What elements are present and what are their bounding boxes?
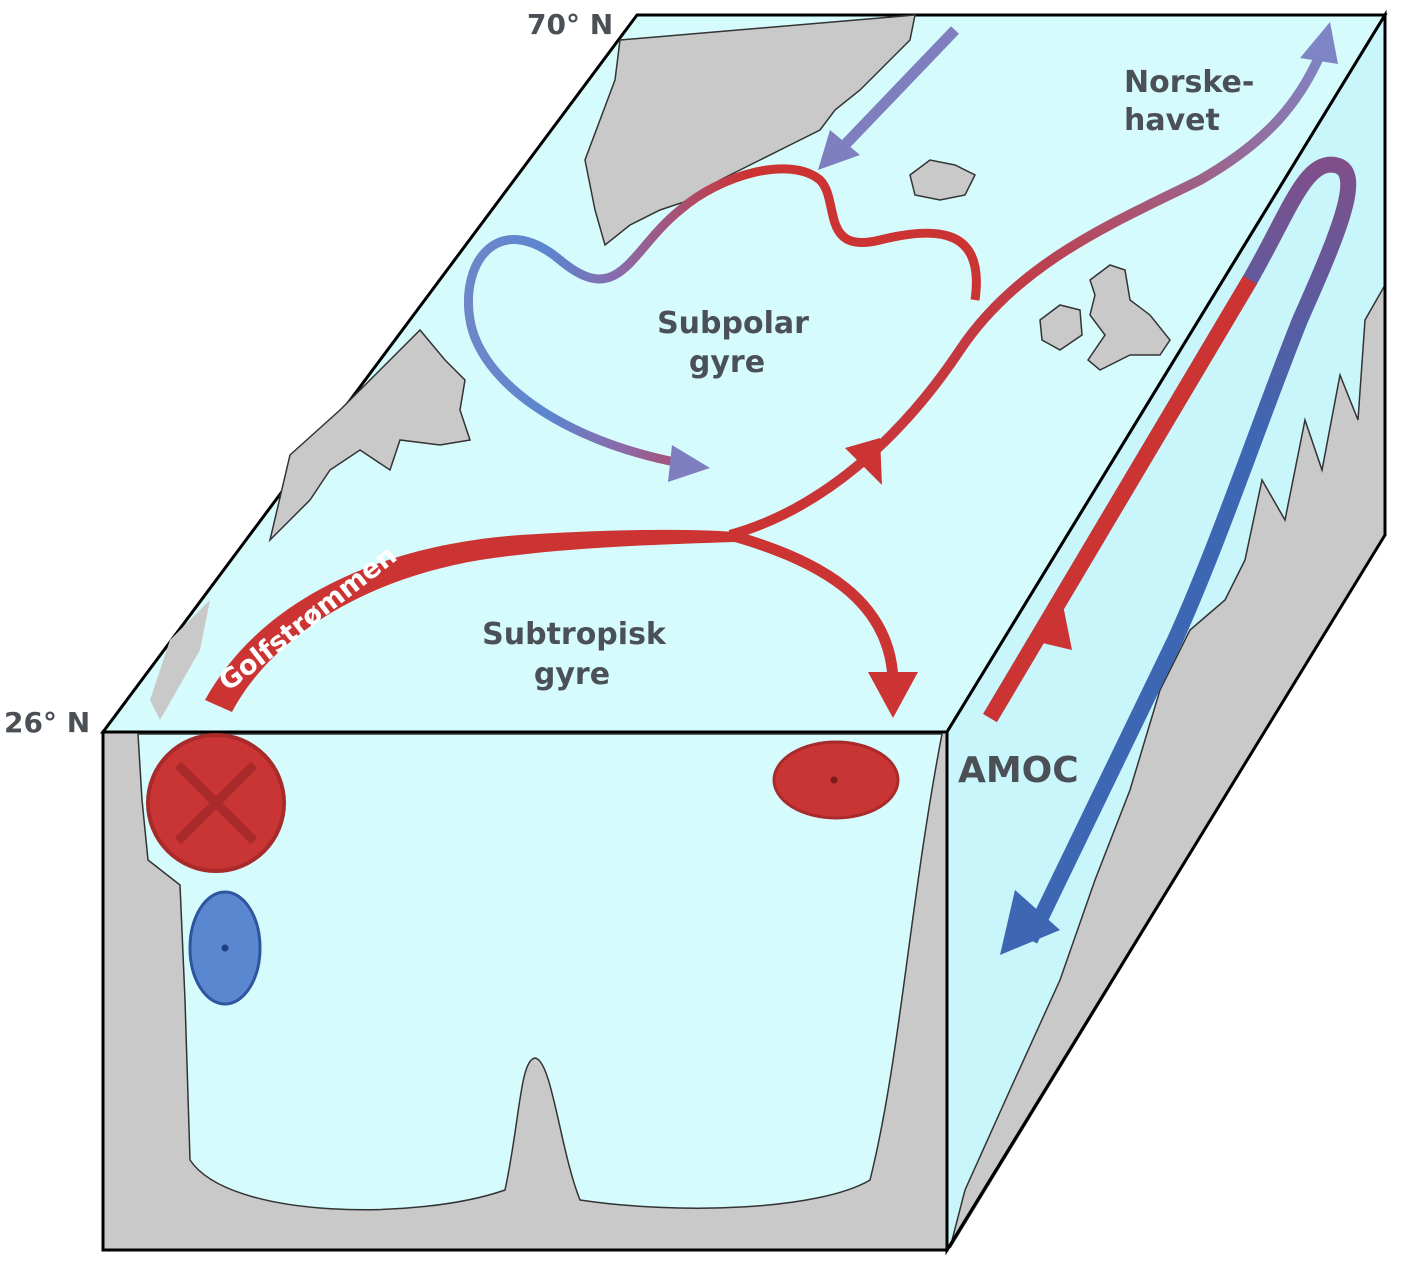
southward-flow-marker (188, 890, 262, 1006)
amoc-label: AMOC (958, 750, 1079, 791)
right-face-ocean (947, 15, 1385, 1250)
subpolar-gyre-label-line1: Subpolar (657, 306, 809, 341)
front-face-ocean (137, 733, 943, 1211)
florida-land (150, 600, 210, 720)
labrador-land (268, 328, 471, 543)
right-face-seafloor (949, 282, 1386, 1249)
subtropical-gyre-label-line1: Subtropisk (482, 617, 667, 652)
subpolar-gyre-label-line2: gyre (689, 345, 765, 380)
eastern-flow-marker (772, 740, 900, 820)
gulf-stream-arrow (205, 529, 735, 712)
britain-land (1086, 264, 1171, 371)
north-atlantic-current-arrow (728, 22, 1338, 540)
iceland-land (909, 159, 977, 201)
northward-flow-marker (146, 733, 286, 873)
subtropical-gyre-label-line2: gyre (534, 657, 610, 692)
amoc-arrow (983, 156, 1357, 955)
norwegian-sea-label-line1: Norske- (1124, 65, 1254, 100)
subtropical-return-arrow (728, 529, 918, 718)
norwegian-sea-label-line2: havet (1124, 103, 1220, 138)
latitude-70n-label: 70° N (527, 8, 613, 41)
ireland-land (1039, 304, 1083, 351)
latitude-26n-label: 26° N (4, 706, 90, 739)
subpolar-gyre-arrow (464, 164, 981, 482)
east-greenland-current-arrow (818, 26, 959, 170)
